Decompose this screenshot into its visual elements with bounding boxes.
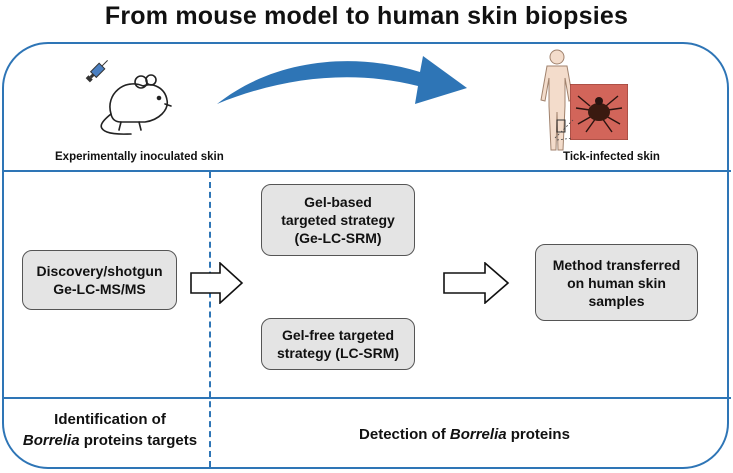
gel-free-line-2: strategy (LC-SRM) [276,345,400,361]
outer-frame [2,42,729,469]
discovery-line-2: Ge-LC-MS/MS [53,281,146,297]
diagram-title: From mouse model to human skin biopsies [104,2,629,30]
detection-prefix: Detection of [359,426,450,443]
vertical-dashed-divider [209,172,211,467]
identification-line-2: Borrelia proteins targets [10,430,210,451]
borrelia-italic-2: Borrelia [449,426,507,443]
block-arrow-2 [443,262,510,304]
right-caption: Tick-infected skin [563,151,660,163]
detection-suffix: proteins [506,426,570,443]
gel-free-line-1: Gel-free targeted [281,327,395,343]
method-line-2: on human skin [567,274,666,291]
left-caption: Experimentally inoculated skin [55,151,224,163]
gel-based-line-1: Gel-based [304,194,372,210]
top-divider [2,170,731,172]
footer-detection: Detection of Borrelia proteins [212,424,717,445]
gel-based-line-3: (Ge-LC-SRM) [294,230,382,246]
borrelia-italic: Borrelia [22,432,80,449]
curved-arrow [217,56,467,104]
syringe-icon [85,60,108,83]
zoom-lines [554,119,574,141]
identification-rest: proteins targets [79,432,198,449]
discovery-line-1: Discovery/shotgun [36,263,163,279]
gel-free-box: Gel-free targeted strategy (LC-SRM) [261,318,415,370]
gel-based-box: Gel-based targeted strategy (Ge-LC-SRM) [261,184,415,256]
mouse-icon [100,74,172,135]
bottom-divider [2,397,731,399]
method-line-1: Method transferred [552,256,681,273]
footer-identification: Identification of Borrelia proteins targ… [10,409,210,451]
tick-photo-icon [570,84,628,140]
block-arrow-1 [190,262,244,304]
method-line-3: samples [588,292,645,309]
identification-line-1: Identification of [54,411,166,428]
gel-based-line-2: targeted strategy [281,212,395,228]
